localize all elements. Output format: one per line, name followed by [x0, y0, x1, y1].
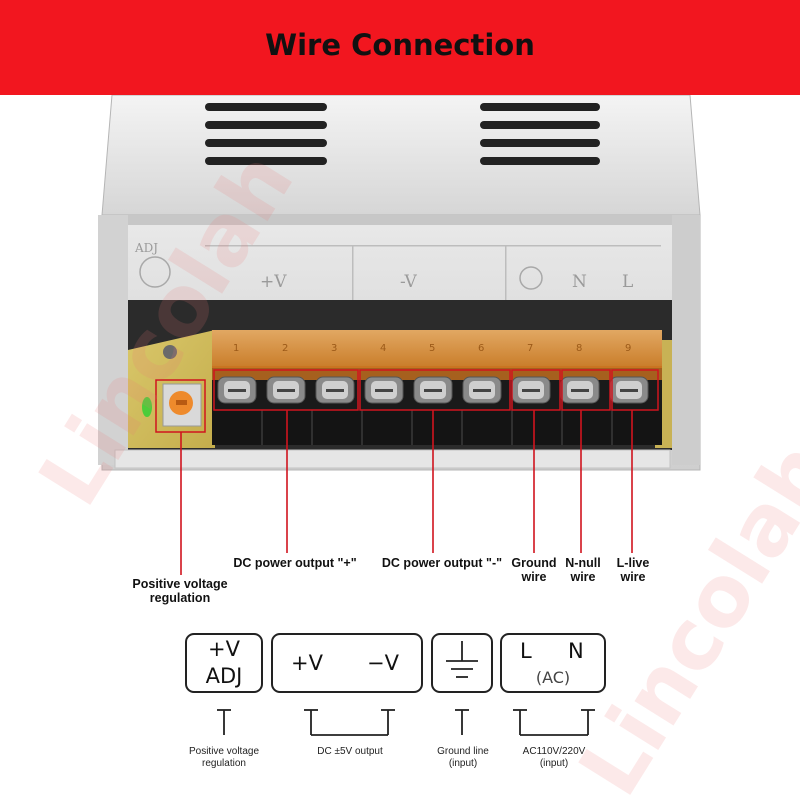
terminal-number: 4 — [380, 343, 386, 354]
ac-box-ac: (AC) — [535, 668, 571, 687]
title-banner: Wire Connection — [0, 0, 800, 95]
terminal-number: 9 — [625, 343, 631, 354]
plus-v-emboss-label: +V — [260, 272, 287, 292]
terminal-number: 2 — [282, 343, 288, 354]
terminal-screw-slot — [228, 389, 246, 392]
terminal-number: 7 — [527, 343, 533, 354]
terminal-screw-slot — [473, 389, 491, 392]
terminal-number: 6 — [478, 343, 484, 354]
dc-box-minus-v: −V — [367, 651, 399, 675]
dc-output-symbol-box: +V −V — [271, 633, 423, 693]
adj-box-plus-v: +V — [208, 637, 240, 661]
page-title: Wire Connection — [265, 28, 535, 62]
led-indicator-icon — [142, 397, 152, 417]
power-supply-illustration: ADJ +V -V N L 1 2 3 4 5 6 7 8 9 — [98, 95, 701, 471]
casing-labels: ADJ +V -V N L — [134, 241, 661, 300]
terminal-screw-slot — [424, 389, 442, 392]
adj-knob-emboss-icon — [139, 256, 171, 288]
l-emboss-label: L — [622, 272, 633, 292]
terminal-screw-slot — [522, 389, 540, 392]
minus-v-emboss-label: -V — [400, 272, 418, 292]
dc-minus-callout-label: DC power output "-" — [381, 556, 503, 570]
vent-slots-left — [205, 103, 327, 165]
terminal-number: 1 — [233, 343, 239, 354]
dc-output-label: DC ±5V output — [317, 746, 383, 757]
terminal-block: 1 2 3 4 5 6 7 8 9 — [212, 330, 662, 445]
ac-box-n: N — [568, 639, 584, 663]
ac-box-l: L — [520, 639, 532, 663]
n-emboss-label: N — [572, 272, 587, 292]
ground-emboss-icon — [519, 266, 543, 290]
adj-box-adj: ADJ — [205, 664, 243, 688]
ground-line-label: Ground line(input) — [437, 746, 489, 769]
terminal-screw-slot — [620, 389, 638, 392]
adj-emboss-label: ADJ — [134, 241, 158, 255]
adj-symbol-box: +V ADJ — [185, 633, 263, 693]
terminal-screw-slot — [375, 389, 393, 392]
terminal-screw-slot — [277, 389, 295, 392]
terminal-screw-slot — [326, 389, 344, 392]
ac-input-symbol-box: L N (AC) — [500, 633, 606, 693]
vent-slots-right — [480, 103, 600, 165]
terminal-number: 8 — [576, 343, 582, 354]
terminal-screw-slot — [571, 389, 589, 392]
ac-input-label: AC110V/220V(input) — [522, 746, 586, 769]
terminal-number: 3 — [331, 343, 337, 354]
terminal-number: 5 — [429, 343, 435, 354]
ground-symbol-box — [431, 633, 493, 693]
dc-plus-callout-label: DC power output "+" — [233, 556, 357, 570]
dc-box-plus-v: +V — [291, 651, 323, 675]
potentiometer — [155, 379, 206, 433]
ground-symbol-icon — [446, 641, 478, 678]
